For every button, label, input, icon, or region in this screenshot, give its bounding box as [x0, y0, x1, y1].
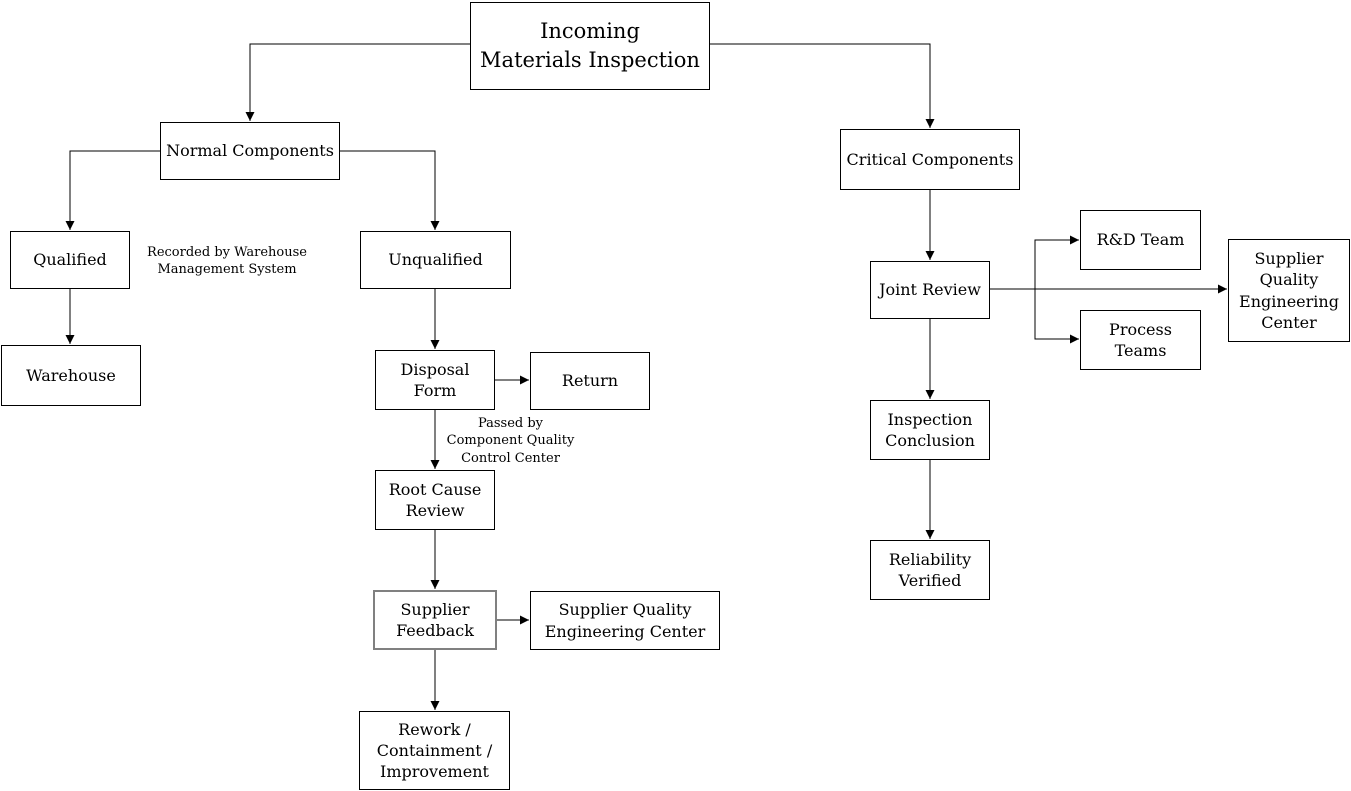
node-reliability-verified: Reliability Verified	[870, 540, 990, 600]
edge-normal-to-unqualified	[340, 150, 440, 230]
node-disposal-form: Disposal Form	[375, 350, 495, 410]
node-inspection-conclusion: Inspection Conclusion	[870, 400, 990, 460]
edge-branch-to-rdteam	[1034, 235, 1079, 289]
annotation-passed-by-cqcc: Passed by Component Quality Control Cent…	[446, 416, 575, 466]
annotation-recorded-by-warehouse: Recorded by Warehouse Management System	[147, 245, 307, 278]
edge-incoming-to-normal	[245, 43, 470, 121]
node-unqualified: Unqualified	[360, 231, 511, 289]
node-normal-components: Normal Components	[160, 122, 340, 180]
node-rd-team: R&D Team	[1080, 210, 1201, 270]
node-warehouse: Warehouse	[1, 345, 141, 406]
node-rework-containment-improvement: Rework / Containment / Improvement	[359, 711, 510, 790]
node-critical-components: Critical Components	[840, 129, 1020, 190]
node-incoming-materials-inspection: Incoming Materials Inspection	[470, 2, 710, 90]
node-joint-review: Joint Review	[870, 261, 990, 319]
edge-branch-to-processteams	[1034, 289, 1079, 344]
node-supplier-quality-engineering-center-left: Supplier Quality Engineering Center	[530, 591, 720, 650]
edge-incoming-to-critical	[710, 43, 935, 128]
edge-normal-to-qualified	[65, 150, 160, 230]
node-qualified: Qualified	[10, 231, 130, 289]
node-process-teams: Process Teams	[1080, 310, 1201, 370]
node-root-cause-review: Root Cause Review	[375, 470, 495, 530]
node-return: Return	[530, 352, 650, 410]
node-supplier-quality-engineering-center-right: Supplier Quality Engineering Center	[1228, 239, 1350, 342]
node-supplier-feedback: Supplier Feedback	[373, 590, 497, 650]
